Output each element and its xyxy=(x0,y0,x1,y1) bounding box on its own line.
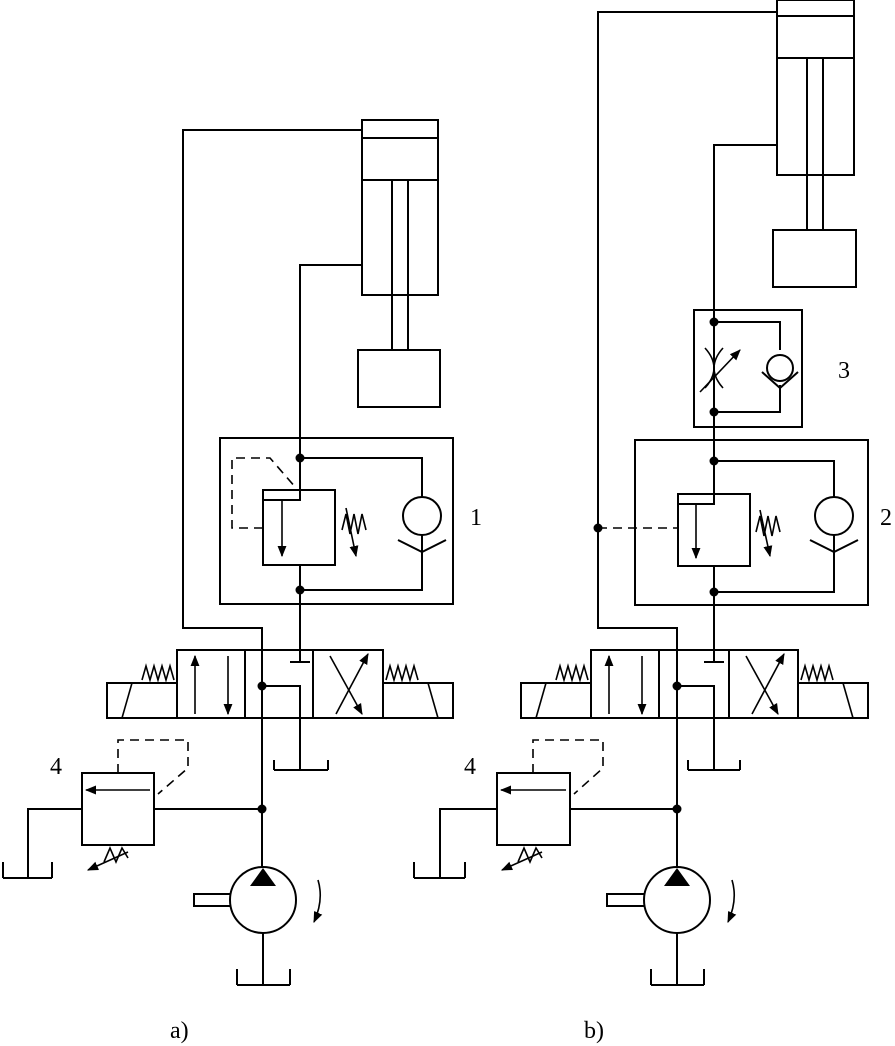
check-ball-icon xyxy=(402,496,442,536)
directional-valve-a xyxy=(106,649,454,719)
label-valve-3: 3 xyxy=(838,358,850,384)
load-mass-b xyxy=(772,229,857,288)
label-valve-2: 2 xyxy=(880,505,892,531)
circuit-a xyxy=(2,119,454,986)
directional-valve-b xyxy=(520,649,869,719)
cylinder-b xyxy=(772,0,857,288)
caption-b: b) xyxy=(584,1018,604,1044)
load-mass-a xyxy=(357,349,441,408)
spring-icon xyxy=(141,663,175,683)
sequence-check-valve-1 xyxy=(219,437,454,605)
check-ball-icon xyxy=(766,354,794,382)
label-relief-valve-b: 4 xyxy=(464,754,476,780)
label-relief-valve-a: 4 xyxy=(50,754,62,780)
circuit-b xyxy=(413,0,869,986)
pump-b xyxy=(606,866,737,986)
sequence-check-valve-2 xyxy=(634,439,869,606)
relief-valve-a xyxy=(81,739,189,871)
spring-icon xyxy=(517,845,543,865)
throttle-check-valve-3 xyxy=(693,309,803,428)
label-valve-1: 1 xyxy=(470,505,482,531)
spring-icon xyxy=(555,663,589,683)
caption-a: a) xyxy=(170,1018,189,1044)
spring-icon xyxy=(385,663,419,683)
spring-icon xyxy=(755,515,781,537)
lines-a xyxy=(2,129,423,879)
spring-icon xyxy=(103,845,129,865)
spring-icon xyxy=(800,663,834,683)
lines-b xyxy=(413,11,835,879)
check-ball-icon xyxy=(814,496,854,536)
cylinder-a xyxy=(357,119,441,408)
spring-icon xyxy=(341,513,367,535)
relief-valve-b xyxy=(496,739,604,871)
pump-a xyxy=(193,866,323,986)
adjustable-throttle-icon xyxy=(699,349,741,393)
